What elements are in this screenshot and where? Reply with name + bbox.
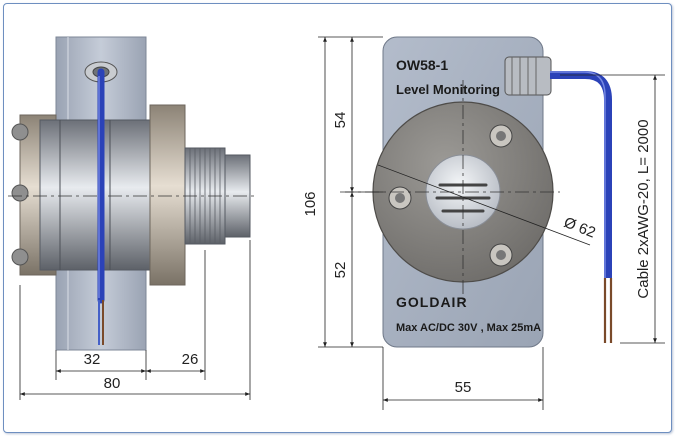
side-bolt-bottom	[11, 248, 29, 266]
side-bolt-top	[11, 123, 29, 141]
model-subtitle: Level Monitoring	[396, 82, 500, 97]
dim-total-width: 80	[104, 375, 121, 392]
side-bolt-middle	[11, 184, 29, 202]
side-view	[8, 36, 258, 351]
front-blue-cable	[550, 71, 612, 278]
dim-body-width: 55	[455, 379, 472, 396]
dim-right-section: 26	[182, 351, 199, 368]
front-dimensions	[318, 36, 665, 410]
dim-upper-height: 54	[332, 112, 349, 129]
dim-left-section: 32	[84, 351, 101, 368]
model-code: OW58-1	[396, 57, 448, 73]
diameter-leader	[377, 164, 591, 246]
side-dimensions	[19, 240, 251, 400]
rating-label: Max AC/DC 30V , Max 25mA	[396, 322, 541, 334]
brand-logo: GOLDAIR	[396, 294, 468, 310]
cable-spec: Cable 2xAWG-20, L= 2000	[635, 119, 652, 298]
dim-total-height: 106	[302, 191, 319, 216]
dim-lower-height: 52	[332, 262, 349, 279]
front-view	[340, 36, 613, 348]
side-right-flange	[149, 104, 186, 286]
dim-diameter: Ø 62	[561, 214, 597, 242]
